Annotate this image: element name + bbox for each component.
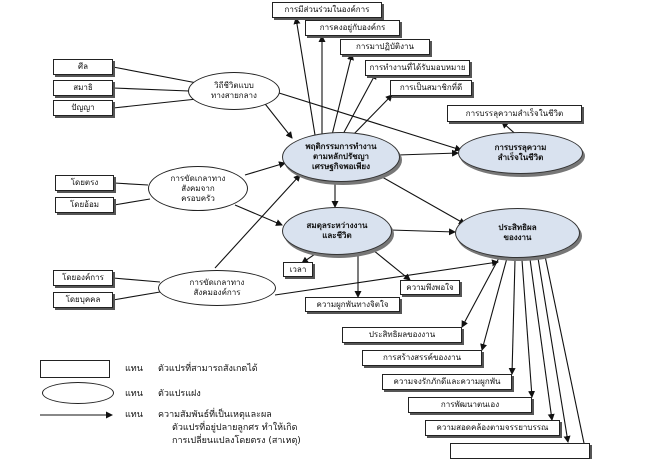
- legend-arrow-word: แทน: [125, 410, 143, 420]
- line-direct: [113, 182, 149, 186]
- arrow-effect-creativity: [480, 257, 508, 351]
- observed-by-person: โดยบุคคล: [53, 292, 113, 308]
- observed-concentration: สมาธิ: [53, 80, 113, 96]
- arrow-balance-time: [301, 251, 319, 264]
- arrow-effect-efficiency: [461, 255, 501, 328]
- line-by-org: [112, 277, 161, 283]
- arrow-family-behavior: [244, 161, 286, 176]
- arrow-behavior-good-member: [349, 94, 393, 139]
- legend-oval-text: ตัวแปรแฝง: [158, 389, 201, 399]
- line-concentration: [112, 87, 190, 92]
- arrow-behavior-assigned-work: [341, 72, 377, 137]
- indicator-cut-off: [450, 443, 590, 459]
- legend-oval-symbol: [42, 382, 114, 404]
- arrow-behavior-success: [397, 149, 459, 157]
- indicator-time: เวลา: [283, 262, 313, 277]
- arrow-effect-selfdev: [521, 259, 536, 398]
- indicator-life-success: การบรรลุความสำเร็จในชีวิต: [447, 105, 582, 122]
- arrow-balance-effectiveness: [389, 228, 456, 236]
- latent-life-success: การบรรลุความ สำเร็จในชีวิต: [458, 132, 583, 174]
- indicator-participation: การมีส่วนร่วมในองค์การ: [272, 2, 382, 18]
- latent-work-life-balance: สมดุลระหว่างงาน และชีวิต: [282, 207, 392, 255]
- line-wisdom: [112, 98, 198, 109]
- arrow-org-effectiveness: [274, 259, 499, 296]
- line-indirect: [113, 198, 151, 206]
- arrow-middle-success: [278, 92, 462, 152]
- indicator-creativity: การสร้างสรรค์ของงาน: [362, 350, 482, 366]
- indicator-satisfaction: ความพึงพอใจ: [400, 280, 460, 295]
- latent-work-effectiveness: ประสิทธิผล ของงาน: [455, 208, 580, 258]
- arrow-behavior-come-work: [331, 53, 354, 136]
- legend-arrow-text-2: ตัวแปรที่อยู่ปลายลูกศร ทำให้เกิด: [172, 423, 298, 433]
- arrow-family-balance: [234, 204, 283, 226]
- arrow-behavior-effectiveness: [374, 172, 466, 225]
- indicator-loyalty: ความจงรักภักดีและความผูกพัน: [382, 374, 512, 390]
- observed-direct: โดยตรง: [55, 175, 114, 191]
- latent-org-socialization: การขัดเกลาทาง สังคมองค์การ: [158, 270, 276, 306]
- observed-wisdom: ปัญญา: [53, 100, 113, 116]
- arrow-middle-behavior: [261, 99, 293, 139]
- arrow-behavior-participation: [293, 17, 316, 136]
- arrow-effect-extra2: [544, 255, 586, 449]
- observed-precept: ศีล: [53, 59, 113, 75]
- legend-arrow-text-3: การเปลี่ยนแปลงโดยตรง (สาเหตุ): [172, 436, 301, 446]
- indicator-stay: การคงอยู่กับองค์กร: [305, 20, 400, 36]
- legend-rect-text: ตัวแปรที่สามารถสังเกตได้: [158, 364, 258, 374]
- indicator-ethics: ความสอดคล้องตามจรรยาบรรณ: [425, 420, 560, 436]
- line-by-person: [112, 291, 161, 301]
- indicator-psych-engagement: ความผูกพันทางจิตใจ: [305, 297, 400, 312]
- arrow-org-behavior: [214, 174, 301, 269]
- arrow-balance-satisfaction: [372, 249, 411, 281]
- latent-middle-way: วิถีชีวิตแบบ ทางสายกลาง: [188, 72, 280, 110]
- indicator-good-member: การเป็นสมาชิกที่ดี: [390, 80, 472, 96]
- latent-work-behavior: พฤติกรรมการทำงาน ตามหลักปรัชญา เศรษฐกิจพ…: [282, 132, 400, 182]
- observed-indirect: โดยอ้อม: [55, 197, 114, 213]
- legend-oval-word: แทน: [125, 389, 143, 399]
- arrow-effect-ethics: [529, 258, 555, 421]
- indicator-self-dev: การพัฒนาตนเอง: [408, 397, 532, 413]
- legend-rect-symbol: [40, 360, 110, 378]
- indicator-assigned-work: การทำงานที่ได้รับมอบหมาย: [365, 60, 470, 76]
- latent-family-socialization: การขัดเกลาทาง สังคมจาก ครอบครัว: [148, 166, 248, 211]
- arrow-effect-loyalty: [508, 259, 516, 375]
- arrow-effect-extra1: [537, 257, 571, 443]
- observed-by-org: โดยองค์การ: [53, 270, 113, 286]
- indicator-come-work: การมาปฏิบัติงาน: [340, 39, 430, 55]
- legend-rect-word: แทน: [125, 364, 143, 374]
- line-precept: [112, 66, 198, 84]
- indicator-efficiency: ประสิทธิผลของงาน: [342, 327, 462, 343]
- legend-arrow-text-1: ความสัมพันธ์ที่เป็นเหตุและผล: [158, 410, 272, 420]
